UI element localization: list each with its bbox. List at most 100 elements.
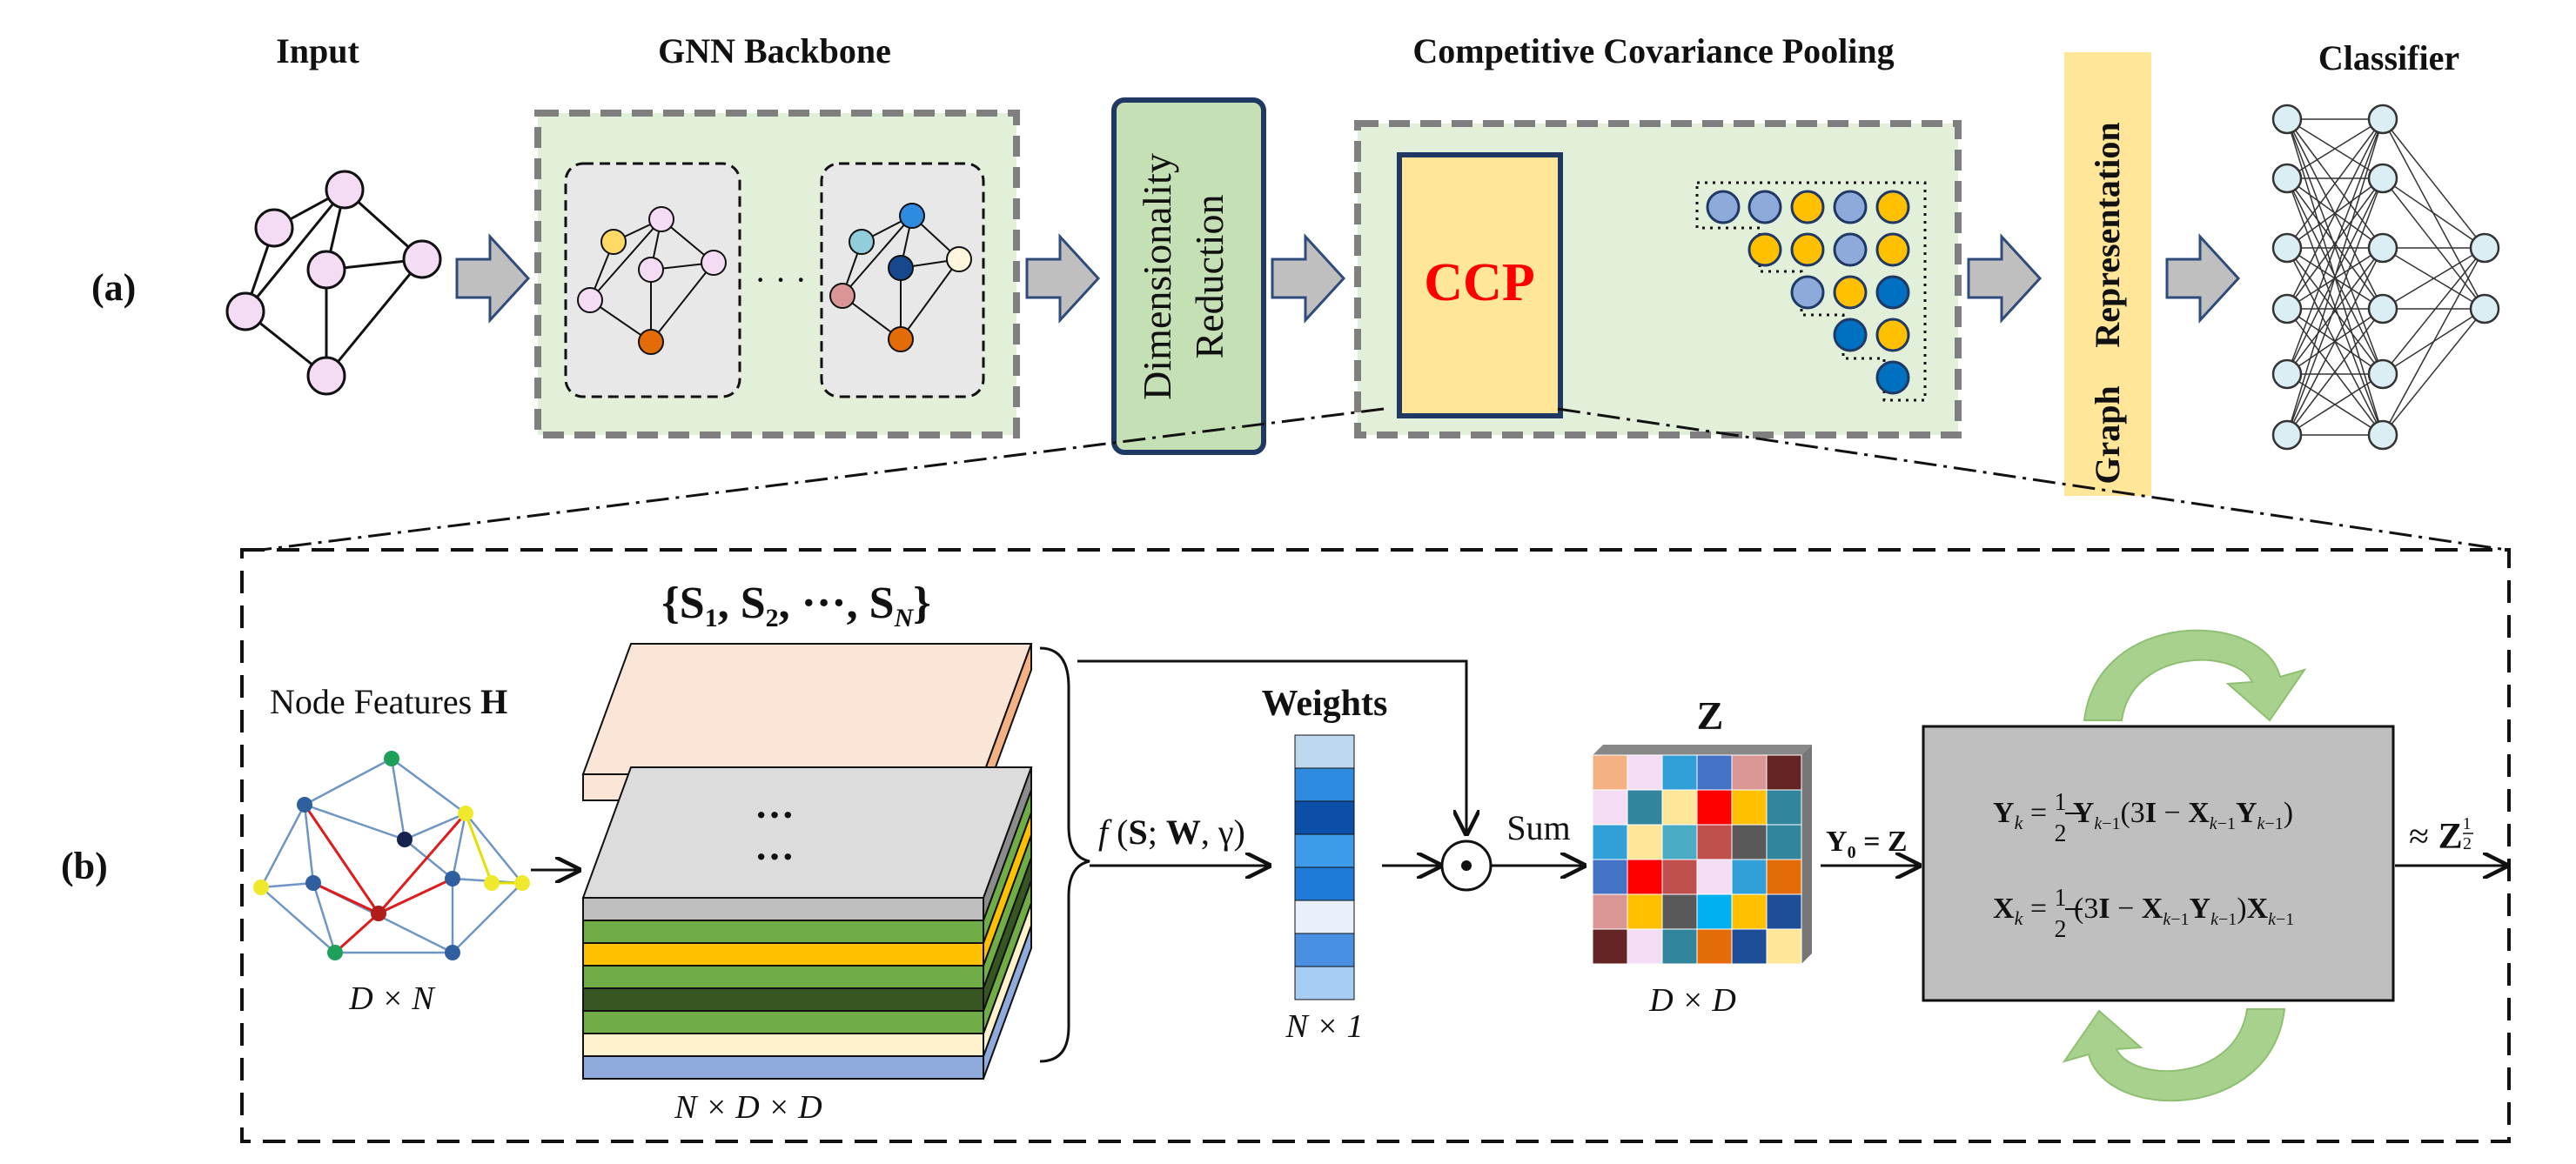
- dim-red-line1: Dimensionality: [1135, 153, 1179, 400]
- classifier-edge: [2382, 177, 2485, 310]
- z-matrix-cell: [1661, 893, 1698, 930]
- dxd-label: D × D: [1648, 982, 1736, 1019]
- weight-cell: [1294, 800, 1355, 835]
- slab-front: [582, 1055, 984, 1080]
- input-title: Input: [276, 31, 359, 70]
- classifier-neuron: [2271, 232, 2303, 264]
- classifier-edge: [2286, 308, 2384, 436]
- approx-exponent-den: 2: [2463, 834, 2472, 853]
- z-matrix-cell: [1766, 859, 1802, 895]
- z-matrix-cell: [1696, 754, 1733, 791]
- ndd-label: N × D × D: [674, 1089, 822, 1126]
- classifier-edge: [2382, 247, 2485, 375]
- classifier-neuron: [2367, 293, 2398, 324]
- dim-red-line2: Reduction: [1187, 194, 1231, 358]
- z-matrix-cell: [1627, 928, 1663, 965]
- classifier-neuron: [2271, 104, 2303, 135]
- z-matrix-cell: [1766, 789, 1802, 826]
- classifier-edge: [2286, 247, 2384, 436]
- classifier-neuron: [2367, 358, 2398, 390]
- classifier-edge: [2286, 118, 2384, 310]
- classifier-edge: [2286, 118, 2384, 375]
- z-matrix-cell: [1661, 754, 1698, 791]
- z-matrix-cell: [1627, 893, 1663, 930]
- z-matrix-cell: [1731, 928, 1768, 965]
- classifier-edge: [2286, 118, 2384, 249]
- z-matrix-cell: [1696, 893, 1733, 930]
- cycle-arrow-top: [2083, 629, 2307, 722]
- classifier-neuron: [2367, 104, 2398, 135]
- classifier-edge: [2382, 118, 2485, 310]
- z-matrix-cell: [1731, 789, 1768, 826]
- slab-front: [582, 942, 984, 967]
- zoom-line: [260, 407, 1385, 552]
- brace: [1039, 646, 1090, 1063]
- slab-front: [582, 920, 984, 944]
- z-matrix: [1592, 745, 1812, 965]
- z-matrix-cell: [1731, 893, 1768, 930]
- dxn-label: D × N: [348, 980, 436, 1017]
- gnn-backbone-title: GNN Backbone: [658, 31, 891, 70]
- z-matrix-cell: [1592, 893, 1628, 930]
- weight-cell: [1294, 734, 1355, 769]
- z-matrix-cell: [1592, 859, 1628, 895]
- z-matrix-cell: [1592, 789, 1628, 826]
- slab-front: [582, 1033, 984, 1057]
- ccp-section-title: Competitive Covariance Pooling: [1412, 31, 1894, 70]
- stack-ellipsis: ···: [755, 793, 795, 837]
- classifier-edge: [2286, 373, 2384, 436]
- z-matrix-cell: [1627, 824, 1663, 860]
- panel-b-frame: [240, 548, 2511, 1143]
- ccp-label: CCP: [1424, 253, 1534, 312]
- z-matrix-cell: [1696, 824, 1733, 860]
- gnn-graph-1: [577, 206, 727, 355]
- z-matrix-cell: [1661, 859, 1698, 895]
- dimensionality-reduction-box: [1111, 97, 1266, 455]
- node-features-graph: [253, 751, 530, 960]
- newton-schulz-box: [1922, 725, 2395, 1002]
- ccp-box: [1397, 152, 1563, 418]
- classifier-neuron: [2271, 293, 2303, 324]
- classifier-edge: [2286, 118, 2384, 436]
- panel-b-label: (b): [61, 845, 108, 887]
- classifier-edge: [2382, 177, 2485, 249]
- stack-ellipsis: ···: [755, 834, 795, 879]
- weight-cell: [1294, 833, 1355, 868]
- gnn-graph-2: [829, 203, 972, 352]
- function-label: f (S; W, γ): [1098, 813, 1245, 852]
- classifier-edge: [2382, 308, 2485, 436]
- nx1-label: N × 1: [1285, 1008, 1364, 1045]
- classifier-edge: [2286, 177, 2384, 310]
- classifier-edge: [2382, 247, 2485, 310]
- covariance-stack: [581, 766, 1033, 1080]
- classifier-neuron: [2271, 163, 2303, 194]
- classifier-edge: [2286, 177, 2384, 436]
- z-matrix-cell: [1592, 928, 1628, 965]
- classifier-neuron: [2271, 358, 2303, 390]
- z-matrix-cell: [1696, 928, 1733, 965]
- graph-rep-line1: Graph: [2088, 385, 2127, 484]
- z-matrix-cell: [1731, 859, 1768, 895]
- cycle-arrow-bottom: [2062, 1008, 2286, 1102]
- z-matrix-cell: [1766, 893, 1802, 930]
- input-graph-nodes: [225, 170, 442, 396]
- classifier-network: [2271, 104, 2500, 451]
- z-matrix-cell: [1731, 824, 1768, 860]
- classifier-neuron: [2469, 232, 2500, 264]
- z-matrix-cell: [1661, 928, 1698, 965]
- set-label: {S1, S2, ···, SN}: [661, 579, 930, 632]
- z-title: Z: [1697, 693, 1724, 738]
- node-features-label: Node Features H: [270, 682, 507, 721]
- weights-vector: [1294, 734, 1355, 1000]
- classifier-neuron: [2367, 419, 2398, 451]
- panel-a-label: (a): [91, 266, 136, 309]
- z-matrix-cell: [1766, 824, 1802, 860]
- z-matrix-cell: [1592, 754, 1628, 791]
- y0-label: Y0 = Z: [1826, 826, 1908, 862]
- weight-cell: [1294, 933, 1355, 967]
- weight-cell: [1294, 866, 1355, 901]
- slab-front: [582, 965, 984, 989]
- classifier-neuron: [2469, 293, 2500, 324]
- classifier-edge: [2382, 247, 2485, 436]
